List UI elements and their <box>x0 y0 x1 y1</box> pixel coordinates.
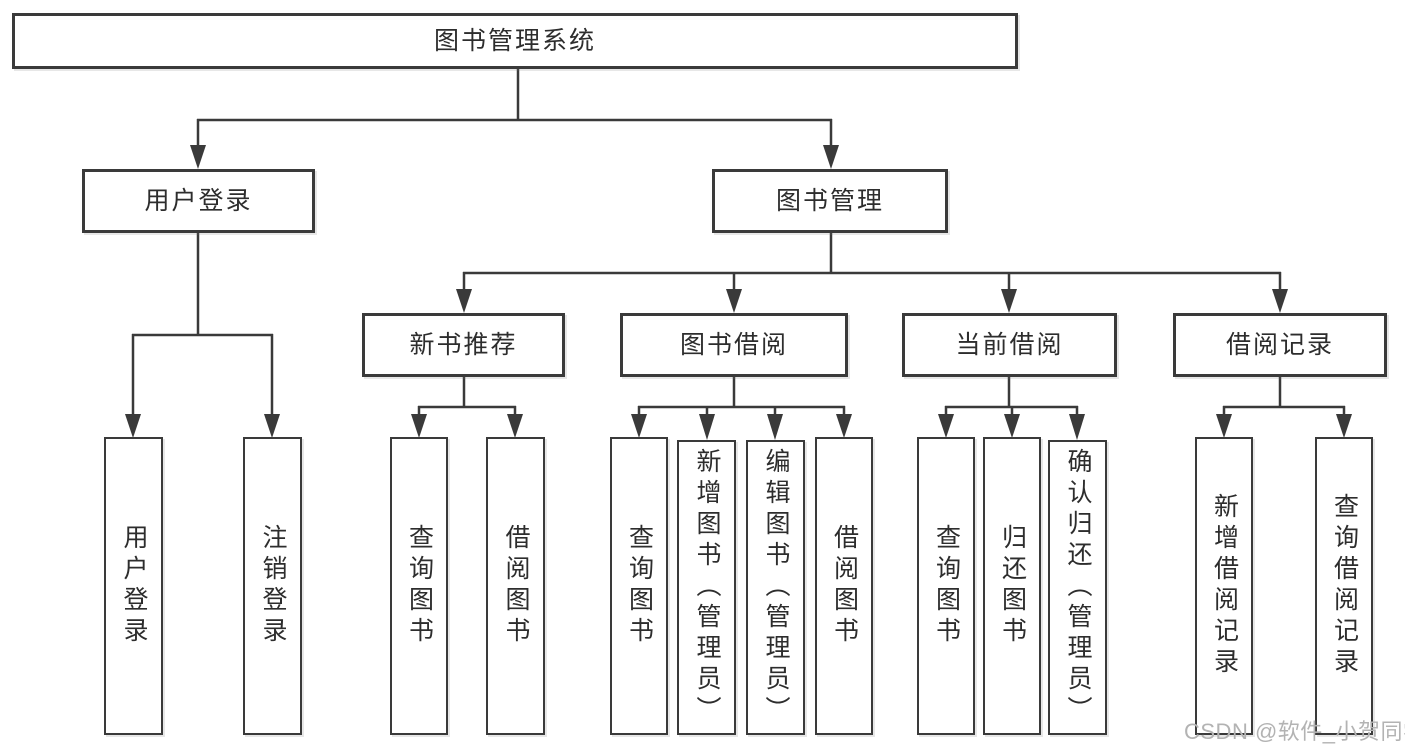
node-label: 用户登录 <box>144 186 253 215</box>
node-label: 用户登录 <box>120 524 148 648</box>
leaf-logout: 注销登录 <box>243 437 302 735</box>
node-label: 新增图书（管理员） <box>693 448 721 727</box>
leaf-user-login: 用户登录 <box>104 437 163 735</box>
node-label: 借阅图书 <box>830 524 859 648</box>
node-label: 图书借阅 <box>679 330 788 359</box>
node-label: 查询图书 <box>405 524 434 648</box>
node-label: 查询图书 <box>625 524 654 648</box>
node-label: 归还图书 <box>998 524 1027 648</box>
leaf-borrow-book-recommend: 借阅图书 <box>486 437 545 735</box>
node-label: 查询图书 <box>932 524 961 648</box>
csdn-watermark: CSDN @软件_小贺同学 <box>1184 719 1405 744</box>
node-borrow-records: 借阅记录 <box>1173 313 1387 377</box>
node-label: 新增借阅记录 <box>1210 493 1239 679</box>
leaf-query-book-recommend: 查询图书 <box>390 437 448 735</box>
node-label: 当前借阅 <box>955 330 1064 359</box>
leaf-query-book-borrow: 查询图书 <box>610 437 668 735</box>
node-label: 借阅图书 <box>502 524 530 648</box>
node-label: 注销登录 <box>259 524 287 648</box>
node-label: 查询借阅记录 <box>1330 493 1359 679</box>
leaf-return-book: 归还图书 <box>983 437 1041 735</box>
node-root: 图书管理系统 <box>12 13 1018 69</box>
leaf-query-borrow-record: 查询借阅记录 <box>1315 437 1373 735</box>
leaf-confirm-return-admin: 确认归还（管理员） <box>1048 440 1107 735</box>
leaf-query-book-current: 查询图书 <box>917 437 975 735</box>
node-label: 图书管理 <box>775 186 884 215</box>
node-label: 新书推荐 <box>409 330 518 359</box>
node-label: 图书管理系统 <box>433 26 596 55</box>
node-book-borrow: 图书借阅 <box>620 313 848 377</box>
leaf-borrow-book: 借阅图书 <box>815 437 873 735</box>
node-user-login: 用户登录 <box>82 169 315 233</box>
node-current-borrow: 当前借阅 <box>902 313 1117 377</box>
node-label: 借阅记录 <box>1225 330 1334 359</box>
node-label: 编辑图书（管理员） <box>762 448 790 727</box>
leaf-add-book-admin: 新增图书（管理员） <box>677 440 736 735</box>
node-book-management: 图书管理 <box>712 169 948 233</box>
leaf-edit-book-admin: 编辑图书（管理员） <box>746 440 805 735</box>
leaf-add-borrow-record: 新增借阅记录 <box>1195 437 1253 735</box>
node-label: 确认归还（管理员） <box>1064 448 1092 727</box>
node-new-book-recommend: 新书推荐 <box>362 313 565 377</box>
